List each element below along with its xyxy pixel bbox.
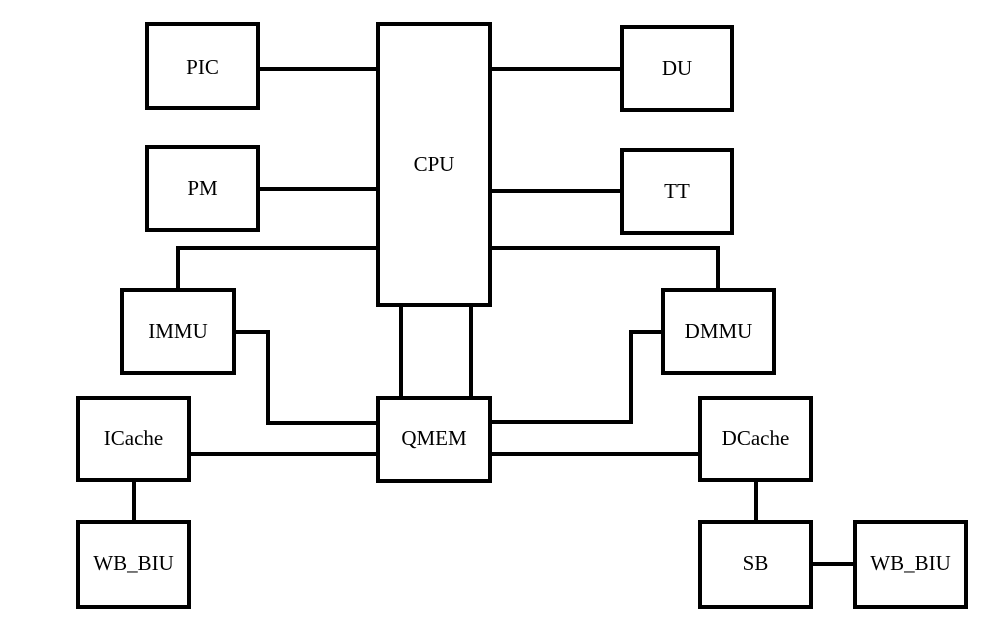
block-tt-box xyxy=(620,148,734,235)
block-immu-box xyxy=(120,288,236,375)
block-immu: IMMU xyxy=(120,288,236,375)
block-tt: TT xyxy=(620,148,734,235)
block-dmmu-box xyxy=(661,288,776,375)
block-du-label: DU xyxy=(662,56,692,80)
block-pm-box xyxy=(145,145,260,232)
connector-dmmu-qmem xyxy=(488,330,665,424)
block-pm: PM xyxy=(145,145,260,232)
block-du: DU xyxy=(620,25,734,112)
block-wb-biu-right-box xyxy=(853,520,968,609)
block-wb-biu-right: WB_BIU xyxy=(853,520,968,609)
block-pm-label: PM xyxy=(187,176,218,200)
block-sb-box xyxy=(698,520,813,609)
block-wb-biu-left-label: WB_BIU xyxy=(93,551,174,575)
block-icache: ICache xyxy=(76,396,191,482)
block-wb-biu-left-box xyxy=(76,520,191,609)
block-icache-label: ICache xyxy=(104,426,163,450)
block-du-box xyxy=(620,25,734,112)
block-wb-biu-right-label: WB_BIU xyxy=(870,551,951,575)
block-pic: PIC xyxy=(145,22,260,110)
block-dmmu: DMMU xyxy=(661,288,776,375)
block-dcache-label: DCache xyxy=(722,426,790,450)
block-dcache: DCache xyxy=(698,396,813,482)
block-cpu-box xyxy=(376,22,492,307)
block-cpu: CPU xyxy=(376,22,492,307)
block-icache-box xyxy=(76,396,191,482)
block-cpu-label: CPU xyxy=(414,152,455,176)
connections xyxy=(132,67,857,566)
block-qmem-label: QMEM xyxy=(401,426,467,450)
block-sb-label: SB xyxy=(743,551,769,575)
connector-immu-qmem xyxy=(232,330,380,425)
block-sb: SB xyxy=(698,520,813,609)
block-wb-biu-left: WB_BIU xyxy=(76,520,191,609)
block-tt-label: TT xyxy=(664,179,690,203)
connector-cpu-immu xyxy=(176,246,380,292)
block-qmem: QMEM xyxy=(376,396,492,483)
connector-cpu-dmmu xyxy=(488,246,720,292)
block-dmmu-label: DMMU xyxy=(685,319,753,343)
block-dcache-box xyxy=(698,396,813,482)
block-pic-label: PIC xyxy=(186,55,219,79)
block-immu-label: IMMU xyxy=(148,319,208,343)
blocks: PIC CPU DU PM TT IMMU DMMU ICache QMEM DCacheWB_B… xyxy=(76,22,968,609)
block-pic-box xyxy=(145,22,260,110)
block-qmem-box xyxy=(376,396,492,483)
